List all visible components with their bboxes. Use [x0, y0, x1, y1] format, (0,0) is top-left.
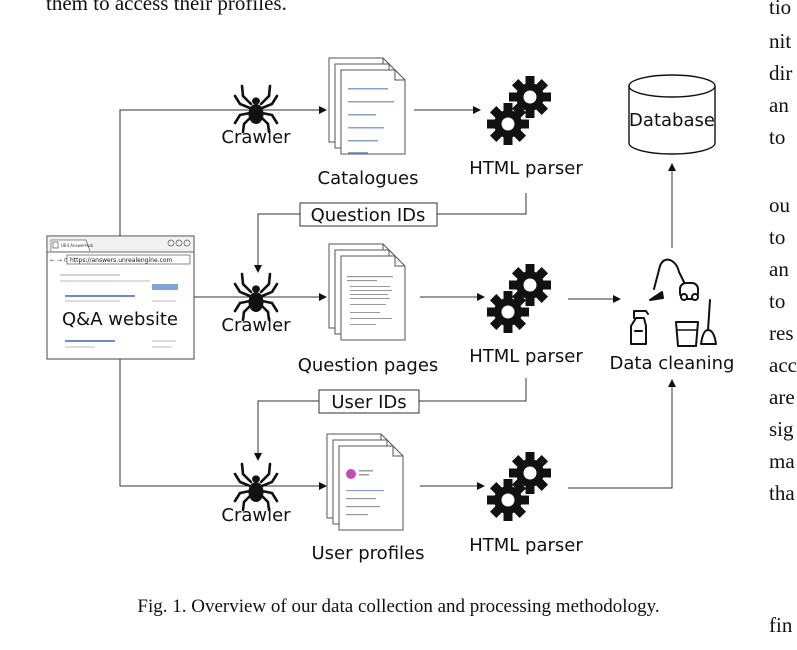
nav-arrows-icon: ← → ⟳ [50, 257, 69, 264]
tab-title: UE4 AnswerHub [61, 243, 94, 248]
data-cleaning-label: Data cleaning [610, 353, 735, 374]
right-fragment: an [769, 257, 789, 281]
document-stack-icon [327, 434, 403, 530]
right-fragment: tha [769, 481, 795, 505]
maximize-icon [175, 239, 183, 247]
gears-icon [487, 264, 551, 333]
right-fragment: dir [769, 61, 793, 85]
cleaning-supplies-icon [630, 258, 717, 347]
right-fragment: ou [769, 193, 790, 217]
top-text-fragment: them to access their profiles. [46, 0, 287, 15]
crawler-label: Crawler [221, 315, 291, 336]
spider-icon [233, 462, 279, 512]
question-pages-label: Question pages [298, 355, 439, 376]
gears-icon [487, 452, 551, 521]
right-fragment: acc [769, 353, 797, 377]
crawler-label: Crawler [221, 127, 291, 148]
document-stack-icon [329, 244, 405, 340]
right-fragment: res [769, 321, 794, 345]
page-icon [52, 241, 59, 249]
right-fragment: an [769, 93, 789, 117]
minimize-icon [167, 239, 175, 247]
right-fragment: to [769, 125, 786, 149]
right-fragment: ma [769, 449, 795, 473]
right-fragment: nit [769, 29, 792, 53]
close-icon [183, 239, 191, 247]
database-cylinder-icon: Database [628, 74, 716, 155]
qa-website-label: Q&A website [62, 309, 178, 330]
catalogues-label: Catalogues [318, 168, 419, 189]
question-ids-label: Question IDs [311, 205, 426, 226]
user-ids-box: User IDs [318, 389, 420, 414]
user-ids-label: User IDs [331, 392, 406, 413]
right-fragment: tio [769, 0, 792, 19]
question-ids-box: Question IDs [299, 202, 438, 227]
html-parser-label: HTML parser [469, 158, 583, 179]
url-bar: https://answers.unrealengine.com [70, 257, 173, 264]
right-fragment: to [769, 225, 786, 249]
figure-caption: Fig. 1. Overview of our data collection … [137, 596, 660, 617]
user-profiles-label: User profiles [312, 543, 425, 564]
right-fragment: to [769, 289, 786, 313]
right-fragment: sig [769, 417, 794, 441]
crawler-label: Crawler [221, 505, 291, 526]
database-label: Database [629, 110, 715, 131]
document-stack-icon [329, 58, 405, 154]
gears-icon [487, 76, 551, 145]
spider-icon [233, 84, 279, 134]
qa-website-window: UE4 AnswerHub ← → ⟳ https://answers.unre… [46, 235, 195, 360]
right-fragment: fin [769, 613, 793, 637]
html-parser-label: HTML parser [469, 535, 583, 556]
html-parser-label: HTML parser [469, 346, 583, 367]
right-fragment: are [769, 385, 795, 409]
